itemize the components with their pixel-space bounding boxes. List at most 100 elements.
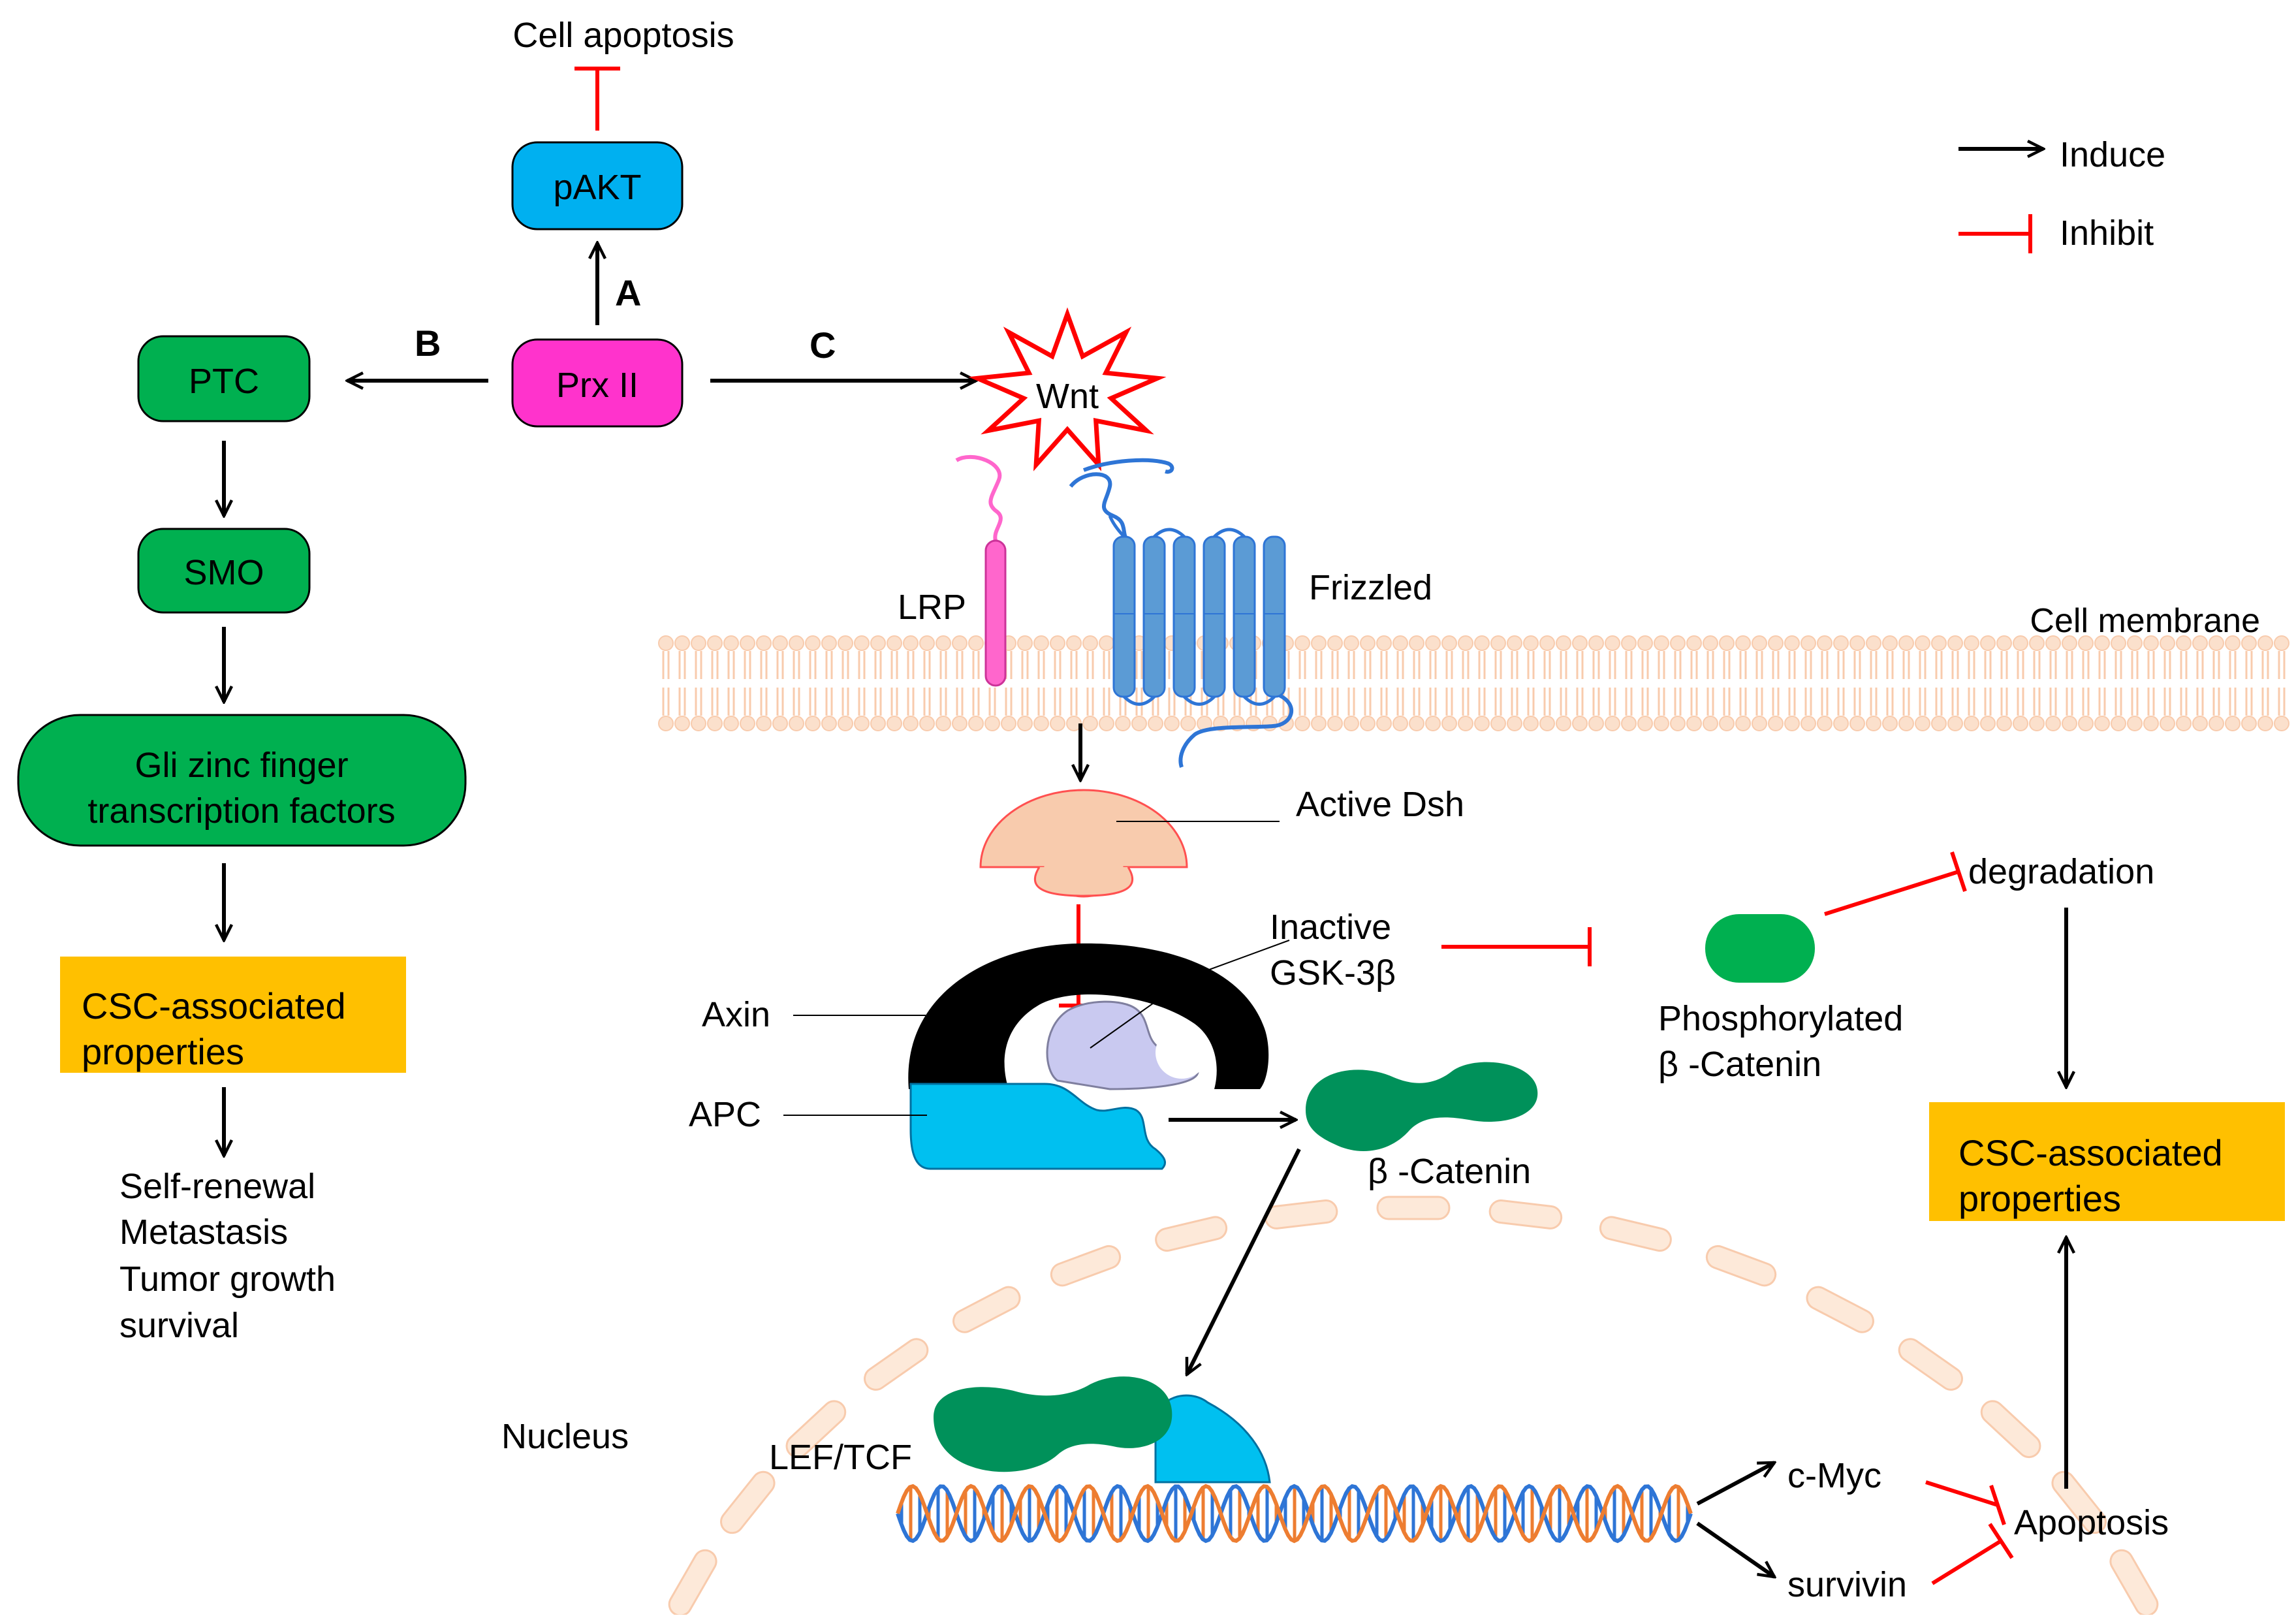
axin-arc (908, 943, 1269, 1089)
phospho-inhibits-degradation-bar (1950, 851, 1967, 892)
lipid-head (1898, 635, 1914, 651)
legend-induce-label: Induce (2060, 135, 2165, 174)
lipid-head (1980, 635, 1996, 651)
apoptosis-label: Apoptosis (2014, 1503, 2169, 1542)
active-dsh-stem (1033, 866, 1134, 897)
outcome-item: Metastasis (119, 1213, 288, 1252)
frizzled-helix (1263, 535, 1286, 698)
frizzled-intracellular-tail (1178, 693, 1294, 768)
lipid-head (1148, 716, 1163, 731)
lipid-head (1686, 635, 1702, 651)
lipid-head (1507, 635, 1522, 651)
lipid-head (919, 716, 935, 731)
phospho-inhibits-degradation-line (1824, 870, 1959, 916)
lipid-head (1605, 716, 1620, 731)
lipid-head (870, 635, 886, 651)
gli-label-line2: transcription factors (87, 791, 395, 831)
legend-inhibit-label: Inhibit (2060, 214, 2154, 253)
lipid-head (2029, 716, 2045, 731)
smo-label: SMO (183, 553, 264, 592)
lipid-head (1556, 635, 1571, 651)
lipid-head (2029, 635, 2045, 651)
lipid-head (1376, 635, 1392, 651)
lipid-head (2127, 635, 2143, 651)
lipid-head (2160, 716, 2175, 731)
lipid-head (2094, 716, 2110, 731)
lipid-head (1817, 635, 1832, 651)
frizzled-helix (1172, 535, 1196, 698)
pathway-c-label: C (810, 325, 836, 366)
lipid-head (2209, 716, 2224, 731)
lipid-head (1996, 635, 2012, 651)
survivin-label: survivin (1787, 1565, 1907, 1604)
frizzled-helix (1203, 535, 1226, 698)
lipid-head (903, 716, 919, 731)
lipid-head (1050, 716, 1065, 731)
lipid-head (772, 635, 788, 651)
frizzled-loop (1153, 528, 1186, 538)
lipid-head (854, 635, 870, 651)
lipid-head (1507, 716, 1522, 731)
lipid-head (1360, 635, 1376, 651)
inactive-gsk-label-line1: Inactive (1270, 908, 1391, 947)
lipid-head (707, 716, 723, 731)
nuclear-pore-segment (1488, 1199, 1563, 1229)
nuclear-pore-segment (1898, 1338, 1963, 1391)
lipid-head (936, 635, 951, 651)
lipid-head (2241, 716, 2257, 731)
lipid-head (1719, 635, 1735, 651)
lipid-head (1425, 716, 1441, 731)
nuclear-pore-segment (1155, 1216, 1228, 1252)
frizzled-top-tail (1082, 458, 1174, 474)
lipid-head (1376, 716, 1392, 731)
lipid-head (2257, 635, 2273, 651)
dna-strand (896, 1483, 1693, 1544)
lipid-head (756, 716, 772, 731)
lipid-head (1409, 716, 1424, 731)
phospho-label-line2: β -Catenin (1658, 1045, 1821, 1084)
degradation-label: degradation (1968, 852, 2154, 891)
lipid-head (1327, 716, 1343, 731)
dna-helix (896, 1483, 1693, 1544)
lipid-head (805, 716, 821, 731)
lipid-head (1866, 635, 1881, 651)
lipid-head (968, 635, 984, 651)
lipid-head (2209, 635, 2224, 651)
wnt-label: Wnt (1036, 377, 1099, 416)
lipid-head (674, 716, 690, 731)
lipid-head (1801, 716, 1816, 731)
outcome-item: survival (119, 1306, 239, 1345)
lipid-head (1441, 635, 1457, 651)
lipid-head (1425, 635, 1441, 651)
lipid-head (1017, 716, 1033, 731)
lipid-head (1670, 635, 1686, 651)
lipid-head (2274, 716, 2289, 731)
frizzled-helix (1142, 535, 1166, 698)
lipid-head (838, 716, 853, 731)
lipid-head (1588, 716, 1604, 731)
lipid-head (1474, 716, 1490, 731)
dna-to-cmyc-arrow (1696, 1461, 1774, 1506)
pakt-inhibits-apoptosis (574, 67, 620, 131)
lipid-head (1360, 716, 1376, 731)
lipid-head (789, 716, 804, 731)
axin-label: Axin (702, 995, 770, 1034)
apc-shape (909, 1083, 1166, 1170)
lrp-receptor (984, 539, 1007, 687)
phospho-beta-catenin-shape (1705, 914, 1815, 983)
frizzled-loop (1108, 515, 1125, 538)
lipid-head (2062, 635, 2077, 651)
lipid-head (1409, 635, 1424, 651)
lipid-head (1915, 635, 1930, 651)
outcome-item: Tumor growth (119, 1260, 336, 1299)
lipid-head (887, 635, 902, 651)
pathway-b-label: B (415, 323, 441, 364)
lipid-head (1327, 635, 1343, 651)
lipid-head (691, 635, 706, 651)
apc-label: APC (689, 1095, 761, 1134)
lipid-head (1099, 716, 1114, 731)
beta-catenin-shape (1306, 1062, 1538, 1151)
frizzled-loop (1243, 695, 1276, 706)
lipid-head (1539, 635, 1555, 651)
pathway-a-label: A (615, 272, 641, 313)
